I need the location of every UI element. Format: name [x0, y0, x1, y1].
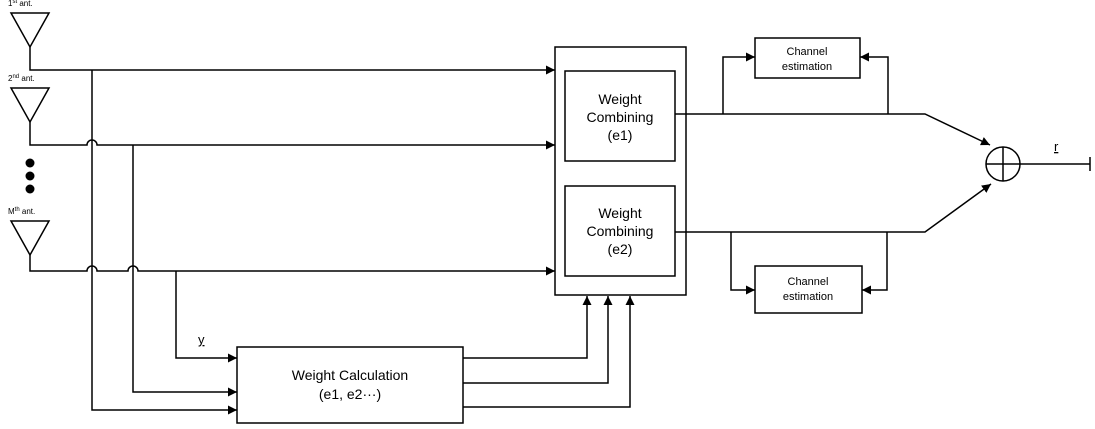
weight-calculation-block	[236, 346, 464, 424]
channel-estimation-bottom-block	[754, 265, 863, 314]
antenna-1-icon	[9, 12, 51, 49]
antenna-1: 1st ant.	[8, 0, 555, 75]
weight-combining-e2-block	[564, 185, 676, 277]
branch-e1-output	[675, 113, 991, 146]
weight-feed-3	[463, 296, 635, 408]
antenna-m-label: Mth ant.	[8, 207, 35, 216]
weight-combining-e1-line2: Combining	[587, 109, 654, 125]
weight-feed-2	[463, 296, 613, 384]
weight-feed-1	[463, 296, 592, 359]
weight-calculation-title: Weight Calculation	[292, 367, 408, 383]
tap-antenna-m	[175, 271, 237, 363]
branch-e2-output	[675, 183, 992, 233]
channel-estimation-top-line1: Channel	[787, 46, 828, 58]
weight-combining-e1-block	[564, 70, 676, 162]
summer-icon	[985, 146, 1021, 182]
weight-combining-e2-line2: Combining	[587, 223, 654, 239]
channel-estimation-bottom-input	[730, 232, 755, 295]
channel-estimation-top-block	[754, 37, 861, 79]
ellipsis-dots	[25, 158, 35, 194]
channel-estimation-bottom-feedback	[862, 232, 888, 295]
antenna-2-icon	[9, 87, 51, 124]
antenna-2-label: 2nd ant.	[8, 74, 35, 83]
weight-combining-e2-line3: (e2)	[608, 241, 633, 257]
tap-antenna-2	[132, 145, 237, 397]
weight-combining-e1-line1: Weight	[598, 91, 641, 107]
channel-estimation-bottom-line2: estimation	[783, 291, 833, 303]
weight-combining-e2-line1: Weight	[598, 205, 641, 221]
weight-calculation-params: (e1, e2···)	[319, 386, 381, 402]
channel-estimation-top-line2: estimation	[782, 61, 832, 73]
output-r-label: r	[1054, 139, 1059, 154]
tap-antenna-1	[91, 70, 237, 415]
antenna-m: Mth ant.	[8, 207, 555, 276]
channel-estimation-top-feedback	[860, 52, 889, 114]
weight-combining-e1-line3: (e1)	[608, 127, 633, 143]
antenna-2: 2nd ant.	[8, 74, 555, 150]
channel-estimation-top-input	[722, 52, 755, 114]
channel-estimation-bottom-line1: Channel	[788, 276, 829, 288]
antenna-m-icon	[9, 220, 51, 257]
antenna-1-label: 1st ant.	[8, 0, 33, 8]
signal-y-label: y	[198, 332, 205, 347]
